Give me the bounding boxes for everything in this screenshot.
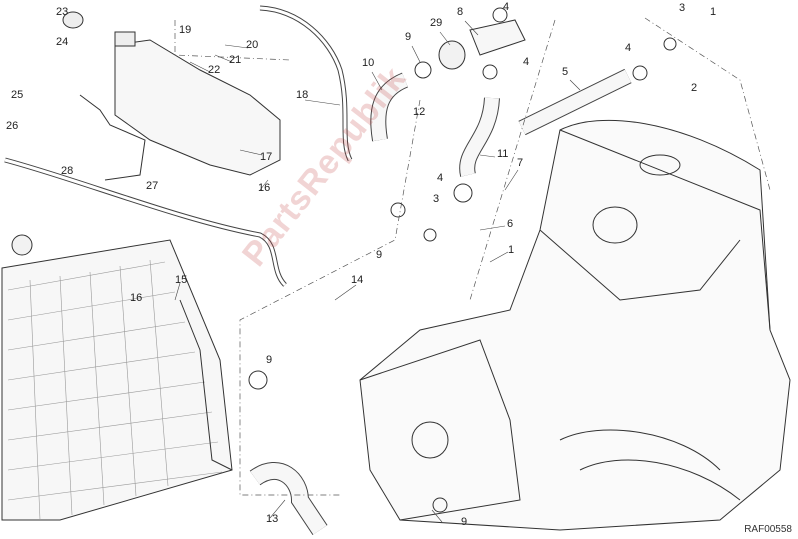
callout-3b: 3 [433, 193, 440, 205]
callout-4c: 4 [625, 42, 632, 54]
callout-25: 25 [11, 89, 24, 101]
callout-4b: 4 [523, 56, 530, 68]
callout-5: 5 [562, 66, 569, 78]
drawing-code: RAF00558 [744, 524, 792, 535]
callout-4d: 4 [437, 172, 444, 184]
hose-clamps [248, 7, 677, 513]
engine [359, 119, 791, 531]
callout-23: 23 [56, 6, 69, 18]
callout-16b: 16 [130, 292, 143, 304]
callout-12: 12 [413, 106, 426, 118]
callout-16: 16 [258, 182, 271, 194]
guide-lines [174, 17, 771, 496]
callout-29: 29 [430, 17, 443, 29]
callout-21: 21 [229, 54, 242, 66]
callout-7: 7 [517, 157, 524, 169]
thermostat [469, 19, 526, 56]
callout-1b: 1 [508, 244, 515, 256]
callout-6: 6 [507, 218, 514, 230]
callout-10: 10 [362, 57, 375, 69]
callout-17: 17 [260, 151, 273, 163]
callout-19: 19 [179, 24, 192, 36]
callout-27: 27 [146, 180, 159, 192]
callout-24: 24 [56, 36, 69, 48]
callout-18: 18 [296, 89, 309, 101]
callout-9d: 9 [461, 516, 468, 528]
callout-14: 14 [351, 274, 364, 286]
callout-2: 2 [691, 82, 698, 94]
callout-15: 15 [175, 274, 188, 286]
callout-13: 13 [266, 513, 279, 525]
callout-1a: 1 [710, 6, 717, 18]
callout-3a: 3 [679, 2, 686, 14]
callout-11: 11 [497, 148, 509, 160]
callout-26: 26 [6, 120, 19, 132]
callout-22: 22 [208, 64, 221, 76]
expansion-tank [62, 11, 281, 176]
callout-9: 9 [405, 31, 412, 43]
callout-28: 28 [61, 165, 74, 177]
callout-8: 8 [457, 6, 464, 18]
callout-20: 20 [246, 39, 259, 51]
bracket [79, 94, 146, 181]
callout-9c: 9 [266, 354, 273, 366]
callout-4a: 4 [503, 1, 510, 13]
radiator [1, 234, 233, 521]
leader-lines [174, 20, 581, 523]
callout-9b: 9 [376, 249, 383, 261]
